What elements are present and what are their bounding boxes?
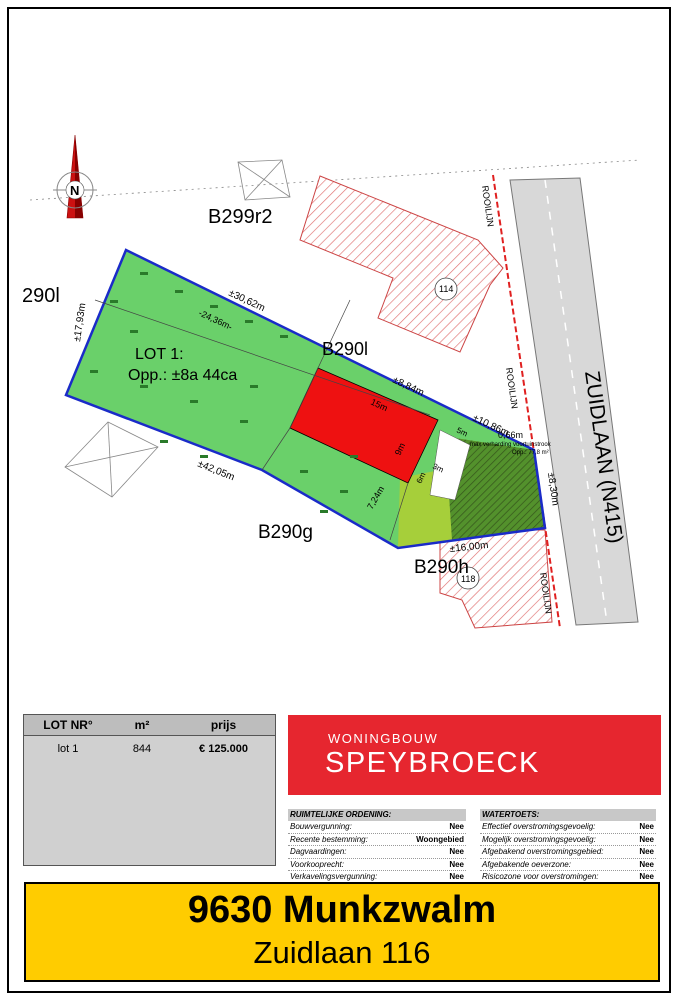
dim-0-66: 0,66m [498, 430, 523, 440]
info-value: Nee [449, 822, 464, 831]
table-row: lot 1 844 € 125.000 [24, 736, 275, 762]
brand-top-text: WONINGBOUW [328, 731, 439, 746]
list-item: Dagvaardingen: Nee [288, 846, 466, 859]
info-value: Nee [449, 859, 464, 869]
paving-note: max verharding voortuinstrook [470, 442, 552, 448]
info-value: Nee [639, 859, 654, 869]
info-label: Afgebakend overstromingsgebied: [482, 847, 604, 856]
dim-42-05: ±42,05m [196, 459, 236, 484]
header-price: prijs [210, 718, 237, 732]
header-lot-nr: LOT NR° [43, 718, 93, 732]
brand-name: SPEYBROECK [325, 747, 540, 779]
watertoets-box: WATERTOETS: Effectief overstromingsgevoe… [480, 809, 656, 884]
list-item: Voorkooprecht: Nee [288, 859, 466, 871]
list-item: Bouwvergunning: Nee [288, 821, 466, 834]
cell-lot: lot 1 [57, 743, 79, 755]
parcel-label-290l-left: 290l [22, 285, 60, 307]
house-number-114: 114 [439, 284, 453, 294]
brand-logo: WONINGBOUW SPEYBROECK [288, 715, 661, 795]
list-item: Effectief overstromingsgevoelig: Nee [480, 821, 656, 834]
list-item: Afgebakende oeverzone: Nee [480, 859, 656, 871]
road [509, 177, 639, 626]
list-item: Mogelijk overstromingsgevoelig: Nee [480, 834, 656, 846]
info-label: Risicozone voor overstromingen: [482, 872, 599, 881]
house-114 [299, 175, 504, 353]
dim-8-30: ±8,30m [545, 472, 561, 506]
address-banner: 9630 Munkzwalm Zuidlaan 116 [24, 882, 660, 982]
rooilijn-label-top: ROOILIJN [480, 185, 496, 228]
dim-3: 3m [431, 462, 445, 475]
list-item: Recente bestemming: Woongebied [288, 834, 466, 846]
north-arrow-icon [53, 134, 97, 219]
rooilijn-line [492, 174, 561, 629]
ruimtelijke-ordening-box: RUIMTELIJKE ORDENING: Bouwvergunning: Nee… [288, 809, 466, 884]
ruimtelijke-ordening-title: RUIMTELIJKE ORDENING: [288, 809, 466, 821]
dim-17-93: ±17,93m [72, 302, 88, 342]
info-value: Nee [639, 834, 654, 844]
info-label: Voorkooprecht: [290, 859, 344, 869]
info-label: Bouwvergunning: [290, 822, 352, 831]
cell-price: € 125.000 [199, 743, 248, 755]
parcel-label-b290g: B290g [258, 522, 313, 543]
dim-16-00: ±16,00m [449, 540, 489, 555]
lot-area: Opp.: ±8a 44ca [128, 367, 237, 384]
cell-area: 844 [132, 743, 152, 755]
page-frame [7, 7, 671, 993]
site-plan-map: N B299r2 290l B290l B290g B290h LOT 1: O… [22, 134, 641, 629]
address-city: 9630 Munkzwalm [187, 889, 497, 931]
info-value: Nee [639, 822, 654, 831]
paving-area: Opp.: 77,8 m² [512, 450, 549, 456]
info-label: Verkavelingsvergunning: [290, 872, 378, 881]
list-item: Afgebakend overstromingsgebied: Nee [480, 846, 656, 859]
house-118 [439, 529, 553, 629]
price-table-header: LOT NR° m² prijs [24, 715, 275, 736]
parcel-label-b290l: B290l [322, 339, 368, 359]
dim-9: 9m [393, 441, 407, 457]
garden-hatched [448, 438, 545, 540]
house-number-118: 118 [461, 574, 475, 584]
dim-6: 6m [415, 471, 428, 485]
info-label: Recente bestemming: [290, 834, 368, 844]
lot-title: LOT 1: [135, 346, 184, 363]
dim-5: 5m [455, 426, 469, 439]
parcel-label-b290h: B290h [414, 557, 469, 578]
info-value: Nee [449, 847, 464, 856]
plot-markers [90, 272, 358, 513]
info-value: Nee [639, 872, 654, 881]
info-label: Effectief overstromingsgevoelig: [482, 822, 596, 831]
address-street: Zuidlaan 116 [253, 935, 431, 970]
header-area: m² [134, 718, 150, 732]
info-value: Woongebied [416, 834, 464, 844]
parcel-label-b299r2: B299r2 [208, 206, 273, 228]
info-label: Afgebakende oeverzone: [482, 859, 571, 869]
info-label: Dagvaardingen: [290, 847, 347, 856]
watertoets-title: WATERTOETS: [480, 809, 656, 821]
north-label: N [70, 183, 79, 198]
rooilijn-label-mid: ROOILIJN [504, 367, 520, 410]
price-table: LOT NR° m² prijs lot 1 844 € 125.000 [23, 714, 276, 866]
info-value: Nee [639, 847, 654, 856]
info-value: Nee [449, 872, 464, 881]
info-label: Mogelijk overstromingsgevoelig: [482, 834, 596, 844]
